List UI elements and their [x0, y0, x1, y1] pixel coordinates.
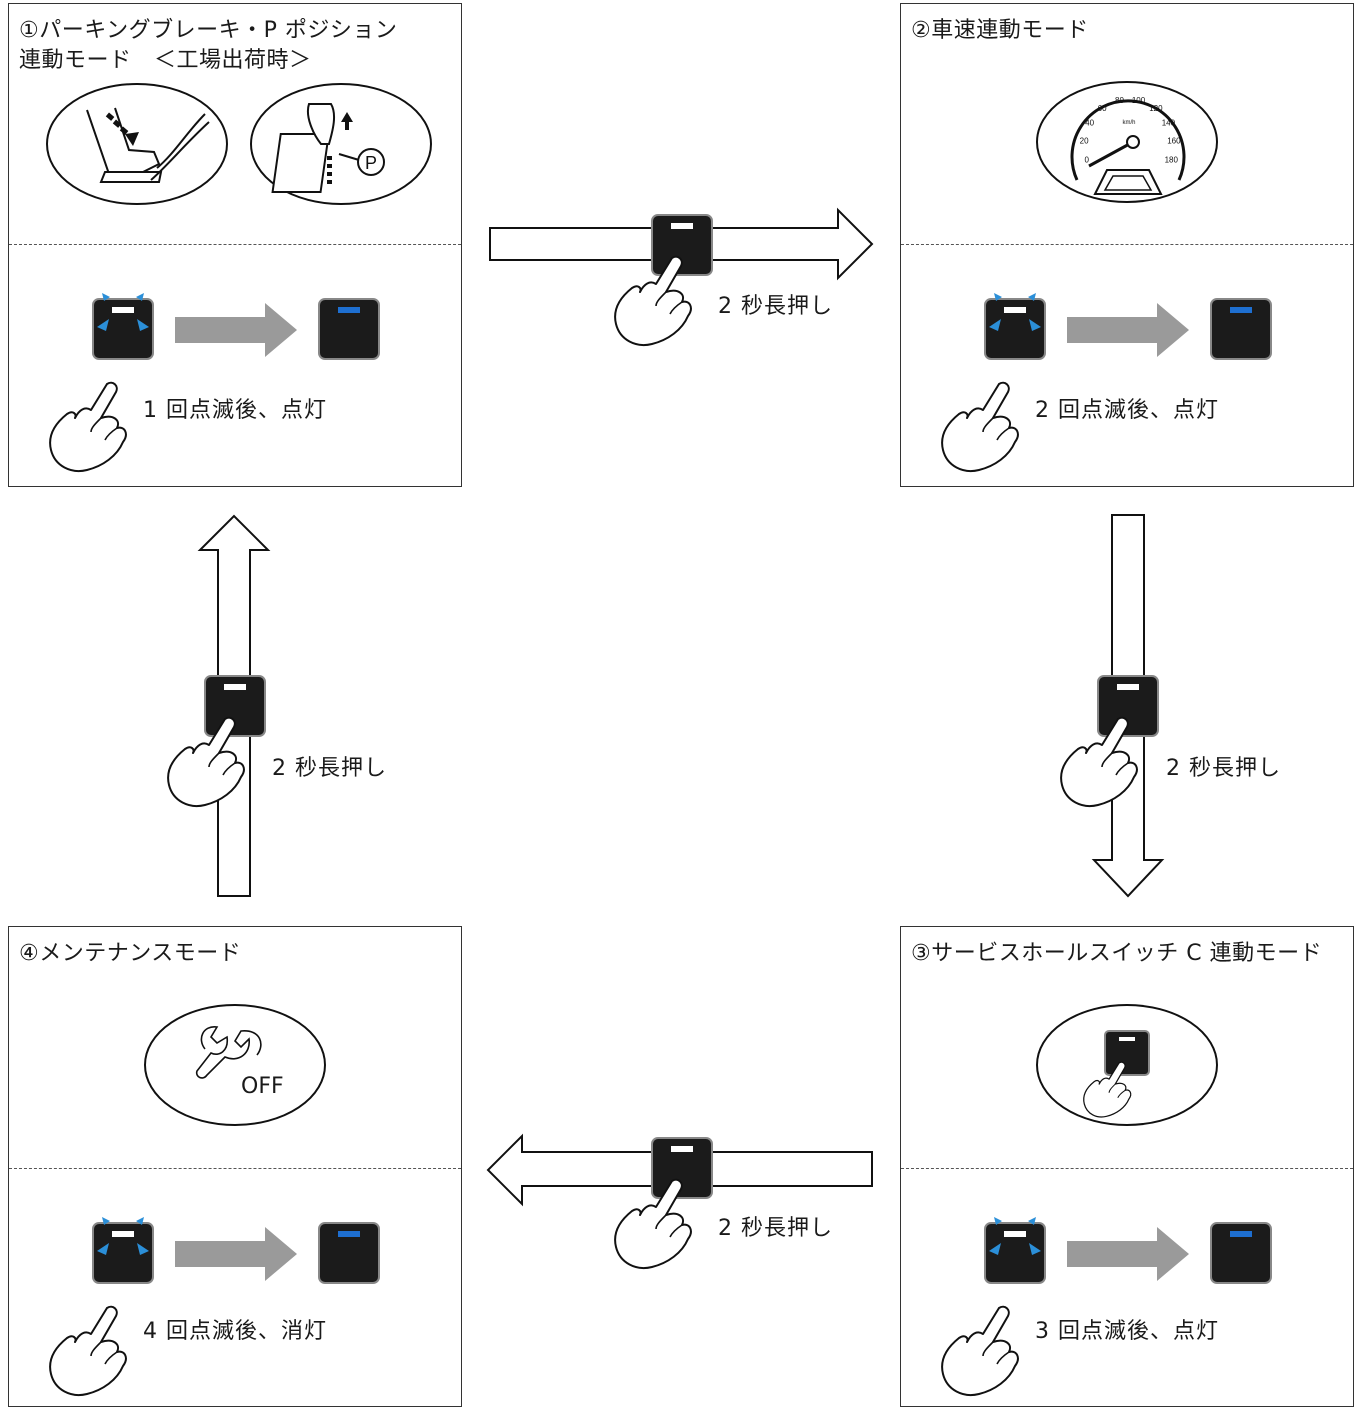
speedometer-tick-label: 120 — [1149, 104, 1163, 113]
mode-3-illustration — [1036, 1004, 1218, 1126]
mode-panel-1: ①パーキングブレーキ・P ポジション 連動モード ＜工場出荷時＞ — [8, 3, 462, 487]
speedometer-tick-label: 20 — [1080, 137, 1089, 146]
shift-lever-p-icon: P — [250, 83, 432, 205]
speedometer-tick-label: 140 — [1162, 118, 1176, 127]
speedometer-tick-label: 40 — [1085, 118, 1094, 127]
mode-result-1: 1 回点滅後、点灯 — [143, 398, 327, 423]
speedometer-tick-label: 100 — [1132, 96, 1146, 105]
mode-1-indicator — [49, 292, 380, 473]
panel-divider — [9, 1168, 461, 1169]
speedometer-tick-label: 80 — [1115, 96, 1124, 105]
off-label: OFF — [241, 1074, 284, 1099]
transition-label-1: 2 秒長押し — [718, 294, 833, 319]
mode-title-2: ②車速連動モード — [911, 18, 1089, 43]
panel-divider — [901, 244, 1353, 245]
speedometer-tick-label: 180 — [1165, 155, 1179, 164]
mode-panel-3: ③サービスホールスイッチ C 連動モード 3 回点滅後、点灯 — [900, 926, 1354, 1407]
mode-panel-4: ④メンテナンスモード OFF 4 回点滅後、消灯 — [8, 926, 462, 1407]
transition-label-2: 2 秒長押し — [1166, 756, 1281, 781]
mode-result-4: 4 回点滅後、消灯 — [143, 1319, 327, 1344]
speedometer-unit: km/h — [1122, 120, 1135, 126]
panel-divider — [901, 1168, 1353, 1169]
mode-3-indicator — [941, 1216, 1272, 1397]
mode-result-3: 3 回点滅後、点灯 — [1035, 1319, 1219, 1344]
mode-1-illustration: P — [46, 83, 432, 205]
panel-divider — [9, 244, 461, 245]
speedometer-tick-label: 60 — [1098, 104, 1107, 113]
mode-title-1: ①パーキングブレーキ・P ポジション 連動モード ＜工場出荷時＞ — [19, 18, 398, 73]
mode-2-indicator — [941, 292, 1272, 473]
transition-label-3: 2 秒長押し — [718, 1216, 833, 1241]
mode-4-illustration — [144, 1004, 326, 1126]
mode-4-indicator — [49, 1216, 380, 1397]
mode-title-4: ④メンテナンスモード — [19, 941, 242, 966]
mode-title-3: ③サービスホールスイッチ C 連動モード — [911, 941, 1323, 966]
mode-result-2: 2 回点滅後、点灯 — [1035, 398, 1219, 423]
wrench-icon — [144, 1004, 326, 1126]
speedometer-tick-label: 160 — [1167, 137, 1181, 146]
switch-press-icon — [1036, 1004, 1218, 1126]
foot-brake-icon — [46, 83, 228, 205]
svg-text:P: P — [365, 153, 377, 173]
speedometer-tick-label: 0 — [1084, 155, 1089, 164]
transition-label-4: 2 秒長押し — [272, 756, 387, 781]
